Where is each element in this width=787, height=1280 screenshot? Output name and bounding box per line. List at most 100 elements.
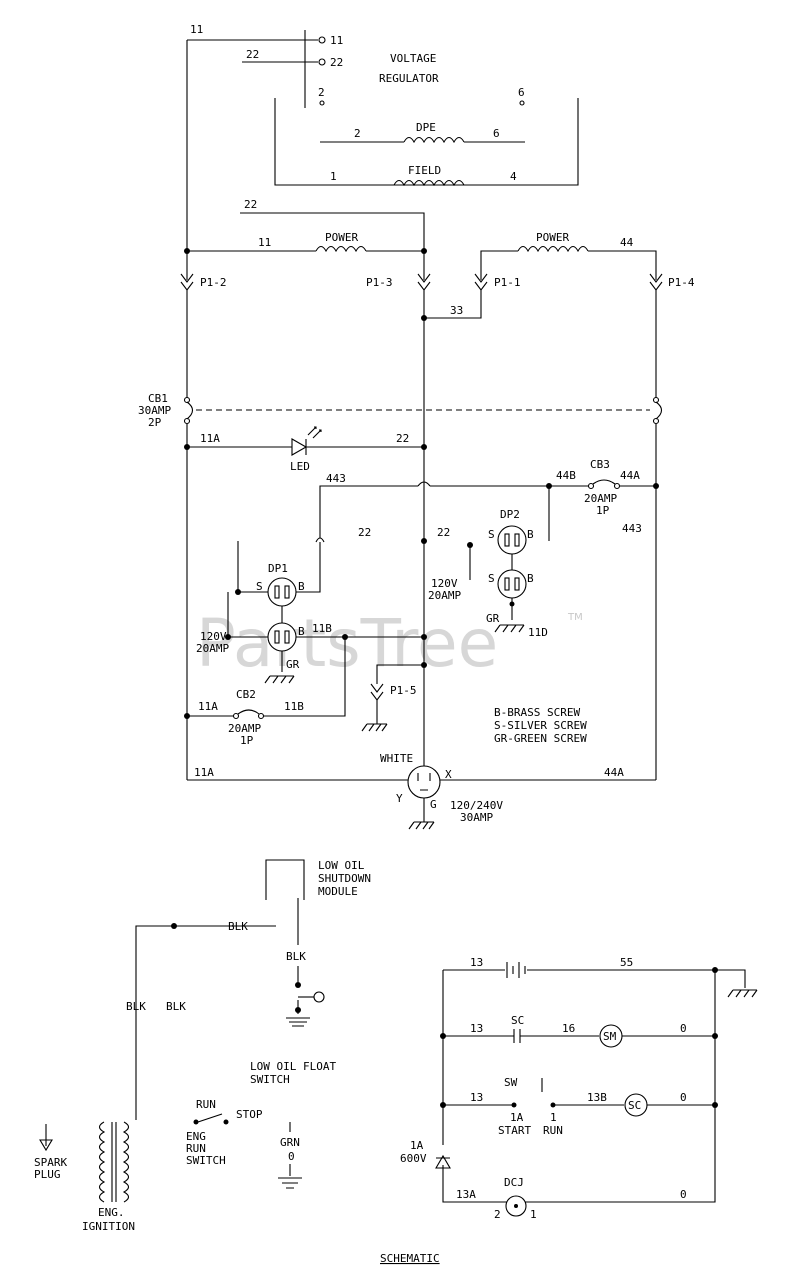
parts-tree-watermark: PartsTree xyxy=(196,605,498,682)
ground-green-wire: GRN 0 xyxy=(278,1122,302,1189)
starter-motor-label: SM xyxy=(603,1030,617,1043)
dp2-silver-b: S xyxy=(488,572,495,585)
low-oil-module-line1: LOW OIL xyxy=(318,859,365,872)
wire-label-grn: GRN xyxy=(280,1136,300,1149)
regulator-terminal-2: 2 xyxy=(318,86,325,99)
sc-contact-label: SC xyxy=(511,1014,524,1027)
p1-connectors: P1-2 P1-3 P1-1 P1-4 33 xyxy=(180,273,695,760)
duplex-receptacle-dp1: DP1 S B B 120V 20AMP GR 11B xyxy=(196,541,427,684)
low-oil-shutdown-circuit: LOW OIL SHUTDOWN MODULE BLK BLK LOW OIL … xyxy=(126,859,371,1120)
legend-green: GR-GREEN SCREW xyxy=(494,732,587,745)
low-oil-module-line2: SHUTDOWN xyxy=(318,872,371,885)
wire-label-blk-right: BLK xyxy=(166,1000,186,1013)
switch-label-line1: ENG xyxy=(186,1130,206,1143)
spark-plug-label-line1: SPARK xyxy=(34,1156,67,1169)
wire-label-22-top: 22 xyxy=(246,48,259,61)
cb2-label: CB2 xyxy=(236,688,256,701)
dp2-brass-a: B xyxy=(527,528,534,541)
legend-silver: S-SILVER SCREW xyxy=(494,719,587,732)
wire-label-0-sc: 0 xyxy=(680,1091,687,1104)
receptacle-terminal-x: X xyxy=(445,768,452,781)
wire-label-11d: 11D xyxy=(528,626,548,639)
schematic-title: SCHEMATIC xyxy=(380,1252,440,1265)
wire-label-0-sm: 0 xyxy=(680,1022,687,1035)
wire-label-11a-led: 11A xyxy=(200,432,220,445)
wire-label-44: 44 xyxy=(620,236,634,249)
cb2-poles: 1P xyxy=(240,734,254,747)
regulator-title-line1: VOLTAGE xyxy=(390,52,436,65)
wire-label-11-mid: 11 xyxy=(258,236,271,249)
wire-label-33: 33 xyxy=(450,304,463,317)
dp2-silver-a: S xyxy=(488,528,495,541)
ignition-label-line1: ENG. xyxy=(98,1206,125,1219)
cb1-label: CB1 xyxy=(148,392,168,405)
run-label: RUN xyxy=(543,1124,563,1137)
main-receptacle-120-240v: WHITE 11A 44A X Y G 120/240V 30AMP xyxy=(187,752,656,830)
wire-label-13a: 13A xyxy=(456,1188,476,1201)
circuit-breaker-cb3: 443 44B CB3 44A 20AMP 1P 443 xyxy=(315,458,659,543)
wire-label-22-led: 22 xyxy=(396,432,409,445)
dp1-label: DP1 xyxy=(268,562,288,575)
wire-label-11a-cb2: 11A xyxy=(198,700,218,713)
regulator-terminal-6: 6 xyxy=(518,86,525,99)
ignition-label-line2: IGNITION xyxy=(82,1220,135,1233)
circuit-breaker-cb2: 11A CB2 20AMP 1P 11B xyxy=(184,637,346,747)
run-position-label: RUN xyxy=(196,1098,216,1111)
voltage-regulator: 11 11 22 22 VOLTAGE REGULATOR 2 6 DPE 2 … xyxy=(187,23,579,187)
terminal-22: 22 xyxy=(330,56,343,69)
receptacle-terminal-g: G xyxy=(430,798,437,811)
cb3-poles: 1P xyxy=(596,504,610,517)
field-winding-label: FIELD xyxy=(408,164,441,177)
field-terminal-4: 4 xyxy=(510,170,517,183)
wire-label-13-battery: 13 xyxy=(470,956,483,969)
wire-label-blk-float: BLK xyxy=(286,950,306,963)
dp1-rating: 20AMP xyxy=(196,642,229,655)
spark-plug-label-line2: PLUG xyxy=(34,1168,61,1181)
trademark-mark: TM xyxy=(567,612,583,623)
stop-position-label: STOP xyxy=(236,1108,263,1121)
duplex-receptacle-dp2: DP2 S B S B GR 11D 120V 20AMP xyxy=(428,486,550,639)
cb2-rating: 20AMP xyxy=(228,722,261,735)
receptacle-terminal-y: Y xyxy=(396,792,403,805)
power-windings: 22 POWER 11 POWER 44 xyxy=(184,40,657,280)
diode-voltage: 600V xyxy=(400,1152,427,1165)
start-switch-label: SW xyxy=(504,1076,518,1089)
wire-label-11-top: 11 xyxy=(190,23,203,36)
low-oil-module-line3: MODULE xyxy=(318,885,358,898)
dcj-terminal-1: 1 xyxy=(530,1208,537,1221)
connector-p1-2: P1-2 xyxy=(200,276,227,289)
float-switch-label-line2: SWITCH xyxy=(250,1073,290,1086)
cb1-poles: 2P xyxy=(148,416,162,429)
diode-current: 1A xyxy=(410,1139,424,1152)
dcj-label: DCJ xyxy=(504,1176,524,1189)
wire-label-0-dcj: 0 xyxy=(680,1188,687,1201)
wire-label-blk-left: BLK xyxy=(126,1000,146,1013)
regulator-title-line2: REGULATOR xyxy=(379,72,439,85)
led-indicator: 11A LED 22 xyxy=(184,426,427,473)
dcj-terminal-2: 2 xyxy=(494,1208,501,1221)
terminal-1a: 1A xyxy=(510,1111,524,1124)
start-position-label: START xyxy=(498,1124,531,1137)
dpe-terminal-6: 6 xyxy=(493,127,500,140)
cb3-label: CB3 xyxy=(590,458,610,471)
starting-circuit: 13 55 13 SC 16 SM 0 SW 13 1A 1 13B SC 0 … xyxy=(400,956,758,1221)
wire-label-44b: 44B xyxy=(556,469,576,482)
screw-legend: B-BRASS SCREW S-SILVER SCREW GR-GREEN SC… xyxy=(494,706,587,745)
dp2-rating: 20AMP xyxy=(428,589,461,602)
switch-label-line3: SWITCH xyxy=(186,1154,226,1167)
dp1-voltage: 120V xyxy=(200,630,227,643)
cb3-rating: 20AMP xyxy=(584,492,617,505)
connector-p1-5: P1-5 xyxy=(361,662,427,732)
engine-run-switch: RUN STOP ENG RUN SWITCH xyxy=(186,1098,263,1167)
power-winding-2-label: POWER xyxy=(536,231,569,244)
dp1-ground: GR xyxy=(286,658,300,671)
dp2-voltage: 120V xyxy=(431,577,458,590)
connector-p1-5-label: P1-5 xyxy=(390,684,417,697)
wire-label-16: 16 xyxy=(562,1022,575,1035)
dpe-winding-label: DPE xyxy=(416,121,436,134)
led-label: LED xyxy=(290,460,310,473)
field-terminal-1: 1 xyxy=(330,170,337,183)
dpe-terminal-2: 2 xyxy=(354,127,361,140)
dp2-ground: GR xyxy=(486,612,500,625)
